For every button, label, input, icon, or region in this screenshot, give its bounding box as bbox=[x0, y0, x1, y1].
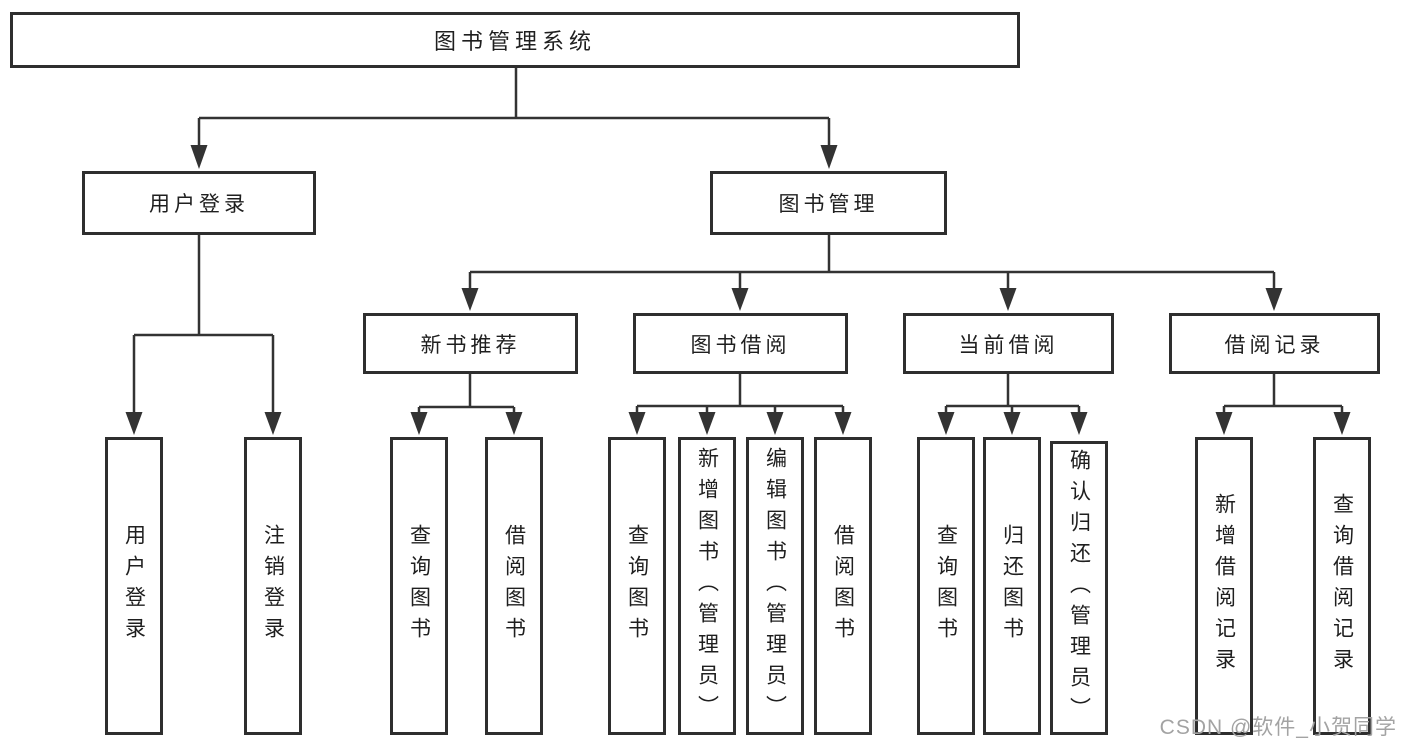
node-book-management: 图书管理 bbox=[710, 171, 947, 235]
leaf-borrow-books-recommend: 借阅图书 bbox=[485, 437, 543, 735]
leaf-user-login: 用户登录 bbox=[105, 437, 163, 735]
node-root: 图书管理系统 bbox=[10, 12, 1020, 68]
leaf-query-borrow-record: 查询借阅记录 bbox=[1313, 437, 1371, 735]
watermark: CSDN @软件_小贺同学 bbox=[1159, 716, 1397, 739]
node-user-login: 用户登录 bbox=[82, 171, 316, 235]
node-current-borrowing: 当前借阅 bbox=[903, 313, 1114, 374]
leaf-query-books-borrow: 查询图书 bbox=[608, 437, 666, 735]
leaf-borrow-books: 借阅图书 bbox=[814, 437, 872, 735]
node-new-book-recommend: 新书推荐 bbox=[363, 313, 578, 374]
leaf-query-books-recommend: 查询图书 bbox=[390, 437, 448, 735]
node-borrowing-records: 借阅记录 bbox=[1169, 313, 1380, 374]
node-book-borrowing: 图书借阅 bbox=[633, 313, 848, 374]
leaf-return-books: 归还图书 bbox=[983, 437, 1041, 735]
leaf-logout: 注销登录 bbox=[244, 437, 302, 735]
leaf-query-books-current: 查询图书 bbox=[917, 437, 975, 735]
leaf-edit-book-admin: 编辑图书（管理员） bbox=[746, 437, 804, 735]
leaf-confirm-return-admin: 确认归还（管理员） bbox=[1050, 441, 1108, 735]
leaf-add-borrow-record: 新增借阅记录 bbox=[1195, 437, 1253, 735]
leaf-add-book-admin: 新增图书（管理员） bbox=[678, 437, 736, 735]
